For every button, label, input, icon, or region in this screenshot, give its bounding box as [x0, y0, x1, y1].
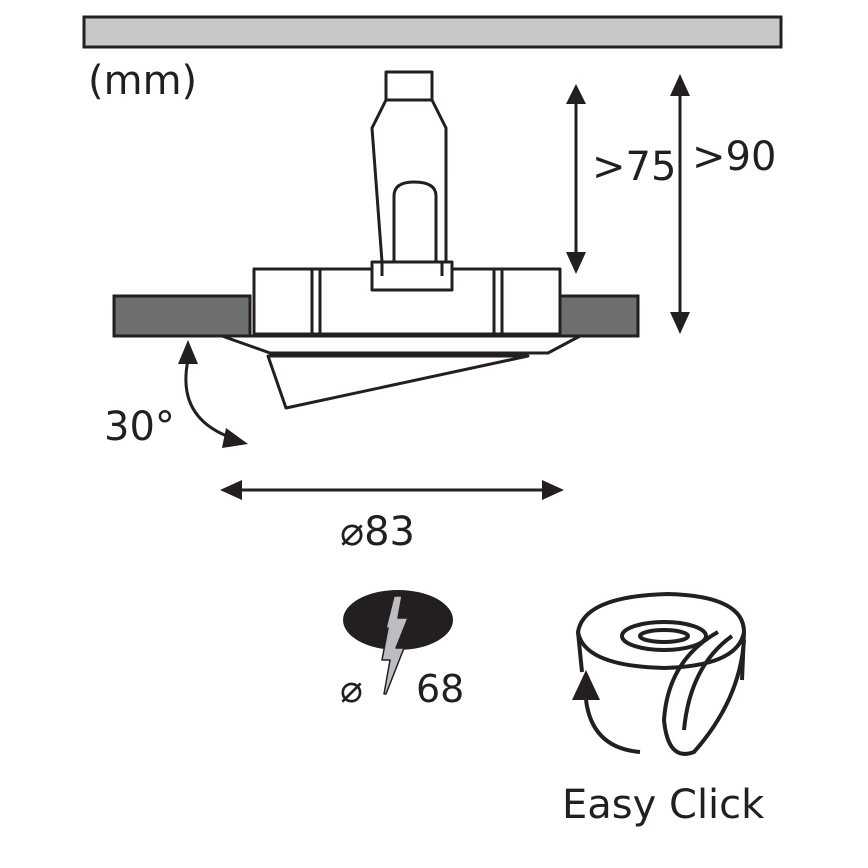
easy-click-icon	[575, 591, 747, 756]
tilt-arrow	[178, 340, 248, 448]
bezel-ring	[220, 334, 582, 355]
tilt-angle-label: 30°	[104, 404, 175, 450]
cutout-symbol: ⌀	[340, 667, 363, 711]
diameter-arrow	[220, 480, 564, 500]
depth-75-arrow	[566, 84, 586, 274]
depth-90-label: >90	[692, 134, 776, 180]
easy-click-label: Easy Click	[562, 782, 765, 828]
lamp-housing	[252, 70, 562, 336]
ceiling-section-left	[112, 294, 252, 338]
drill-bolt-icon	[381, 595, 409, 695]
cutout-value: 68	[416, 667, 464, 711]
ceiling-bar	[82, 15, 783, 49]
unit-label: (mm)	[88, 58, 197, 104]
diameter-label: ⌀83	[340, 509, 415, 555]
rotate-arrow-icon	[572, 670, 600, 700]
ceiling-section-right	[558, 294, 640, 338]
depth-90-arrow	[670, 74, 690, 334]
cutout-icon	[343, 590, 453, 695]
tilted-insert	[266, 354, 530, 410]
depth-75-label: >75	[592, 144, 676, 190]
